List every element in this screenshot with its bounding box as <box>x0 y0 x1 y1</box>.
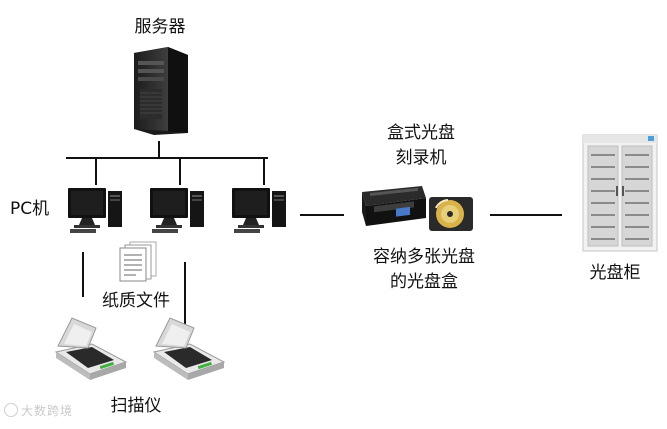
burner-to-cabinet-line <box>490 214 562 216</box>
scanner-1-icon <box>52 316 130 382</box>
watermark-logo-icon <box>4 403 18 417</box>
cabinet-label: 光盘柜 <box>589 263 641 283</box>
burner-label-line2: 刻录机 <box>395 148 447 168</box>
paper-documents-label: 纸质文件 <box>102 291 170 311</box>
pc-3-icon <box>230 185 292 235</box>
paper-documents-icon <box>118 240 160 282</box>
pc3-drop-line <box>263 157 265 185</box>
disc-box-label-line1: 容纳多张光盘 <box>373 247 475 267</box>
disc-cartridge-icon <box>428 196 474 232</box>
pc-1-icon <box>66 185 128 235</box>
disc-burner-icon <box>360 182 428 232</box>
pc-2-icon <box>148 185 210 235</box>
watermark-text: 大数跨境 <box>21 404 74 418</box>
pc1-drop-line <box>95 157 97 185</box>
server-drop-line <box>158 141 160 159</box>
burner-label-line1: 盒式光盘 <box>387 123 455 143</box>
pc-label: PC机 <box>10 199 50 219</box>
server-tower-icon <box>128 47 190 135</box>
pc2-drop-line <box>179 157 181 185</box>
pc-to-scanner-line-right <box>184 262 186 324</box>
disc-box-label-line2: 的光盘盒 <box>390 272 458 292</box>
scanner-label: 扫描仪 <box>110 396 162 416</box>
scanner-2-icon <box>150 316 228 382</box>
server-label: 服务器 <box>134 17 186 37</box>
network-bus-line <box>66 157 268 159</box>
pc-to-burner-line <box>300 214 344 216</box>
pc-to-scanner-line-left <box>82 252 84 297</box>
watermark: 大数跨境 <box>4 402 73 419</box>
disc-cabinet-icon <box>582 134 658 252</box>
